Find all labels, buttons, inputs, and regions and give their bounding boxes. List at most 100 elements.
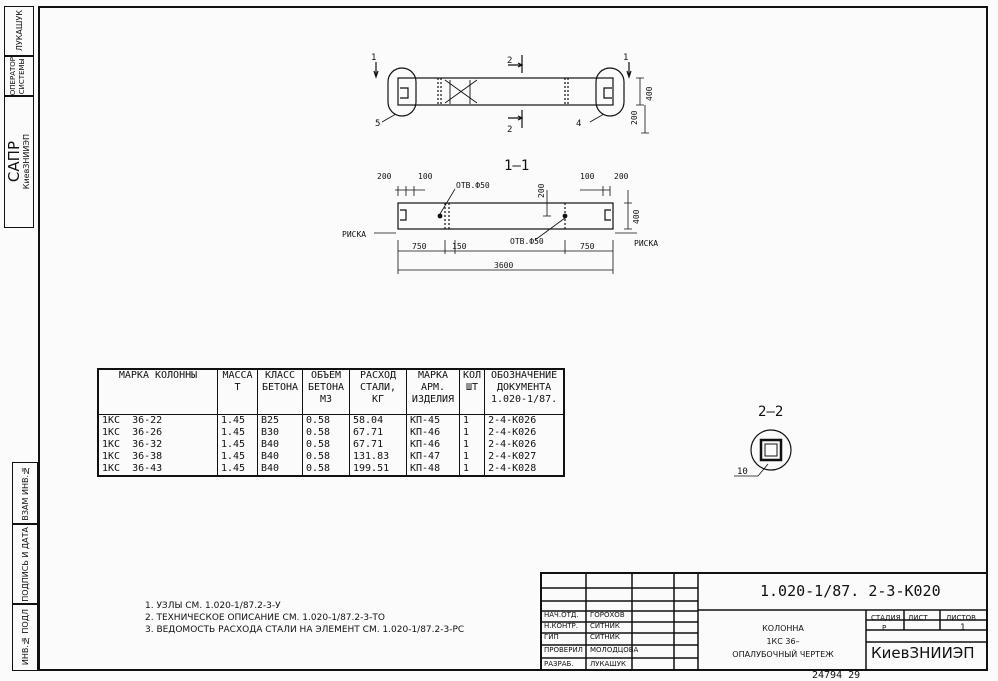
- table-cell: 1.45: [217, 451, 258, 463]
- dim-400-top: 400: [645, 86, 654, 101]
- section-2-2-title: 2–2: [758, 404, 783, 420]
- table-cell: 1.45: [217, 427, 258, 439]
- table-cell: 1КС 36-32: [98, 439, 218, 451]
- table-cell: КП-48: [406, 463, 460, 476]
- dim-200-left: 200: [377, 172, 392, 181]
- risk-label-left: РИСКА: [342, 230, 366, 239]
- table-cell: КП-45: [406, 414, 460, 427]
- table-cell: КП-46: [406, 439, 460, 451]
- marker-10: 10: [737, 467, 748, 477]
- table-cell: 1.45: [217, 463, 258, 476]
- table-cell: 1КС 36-38: [98, 451, 218, 463]
- end-detail-left: [387, 67, 417, 117]
- marker-4: 4: [576, 119, 581, 129]
- table-cell: 58.04: [349, 414, 407, 427]
- note-2: 2. ТЕХНИЧЕСКОЕ ОПИСАНИЕ СМ. 1.020-1/87.2…: [145, 613, 385, 623]
- table-cell: 2-4-К026: [484, 427, 565, 439]
- table-cell: 0.58: [302, 451, 350, 463]
- marker-1-right: 1: [623, 53, 628, 63]
- table-cell: 1.45: [217, 414, 258, 427]
- title-line-1: КОЛОННА: [762, 624, 804, 633]
- hole-label-top: ОТВ.Ф50: [456, 181, 490, 190]
- table-cell: 1КС 36-26: [98, 427, 218, 439]
- stamp-operator-name: ЛУКАШУК: [4, 6, 34, 56]
- role-nach-otd: НАЧ.ОТД.: [544, 611, 579, 619]
- org-name: КиевЗНИИЭП: [871, 644, 975, 662]
- table-cell: 199.51: [349, 463, 407, 476]
- dim-200-top: 200: [630, 110, 639, 125]
- table-cell: 1КС 36-43: [98, 463, 218, 476]
- table-cell: 67.71: [349, 427, 407, 439]
- sheet-label: ЛИСТ: [908, 614, 928, 622]
- end-detail-right: [595, 67, 625, 117]
- table-header-row: МАРКА КОЛОННЫ МАССА Т КЛАСС БЕТОНА ОБЪЕМ…: [98, 369, 565, 415]
- strip-inv-podl: ИНВ.№ ПОДЛ: [12, 604, 38, 671]
- role-gip: ГИП: [544, 633, 559, 641]
- table-cell: 2-4-К027: [484, 451, 565, 463]
- header-steel: РАСХОД СТАЛИ, КГ: [349, 369, 407, 415]
- header-mass: МАССА Т: [217, 369, 258, 415]
- note-1: 1. УЗЛЫ СМ. 1.020-1/87.2-3-У: [145, 601, 281, 611]
- header-volume: ОБЪЕМ БЕТОНА М3: [302, 369, 350, 415]
- title-line-3: ОПАЛУБОЧНЫЙ ЧЕРТЕЖ: [732, 650, 834, 659]
- note-3: 3. ВЕДОМОСТЬ РАСХОДА СТАЛИ НА ЭЛЕМЕНТ СМ…: [145, 625, 465, 635]
- stage-label: СТАДИЯ: [871, 614, 901, 622]
- notes: 1. УЗЛЫ СМ. 1.020-1/87.2-3-У 2. ТЕХНИЧЕС…: [145, 600, 464, 636]
- role-proveril: ПРОВЕРИЛ: [544, 646, 583, 654]
- drawing-title: КОЛОННА 1КС 36– ОПАЛУБОЧНЫЙ ЧЕРТЕЖ: [700, 622, 866, 661]
- dim-200-right: 200: [614, 172, 629, 181]
- name-gorokhov: ГОРОХОВ: [590, 611, 625, 619]
- table-cell: 0.58: [302, 439, 350, 451]
- strip-signature: ПОДПИСЬ И ДАТА: [12, 524, 38, 604]
- sheets-value: 1: [960, 623, 966, 633]
- title-block: 1.020-1/87. 2-3-К020 НАЧ.ОТД. Н.КОНТР. Г…: [540, 572, 988, 671]
- stamp-sapr: САПР КиевЗНИИЭП: [4, 96, 34, 228]
- header-mark: МАРКА КОЛОННЫ: [98, 369, 218, 415]
- name-lukashuk: ЛУКАШУК: [590, 660, 627, 668]
- name-sitnik-1: СИТНИК: [590, 622, 620, 630]
- spec-table: МАРКА КОЛОННЫ МАССА Т КЛАСС БЕТОНА ОБЪЕМ…: [97, 368, 566, 477]
- table-cell: В40: [257, 451, 303, 463]
- dim-150: 150: [452, 242, 467, 251]
- stage-value: Р: [882, 624, 887, 632]
- sheets-label: ЛИСТОВ: [946, 614, 976, 622]
- drawing-frame: [38, 6, 988, 671]
- dim-750-right: 750: [580, 242, 595, 251]
- marker-2-top: 2: [507, 56, 512, 66]
- table-cell: 131.83: [349, 451, 407, 463]
- section-1-1-title: 1–1: [504, 158, 529, 174]
- table-cell: 1: [459, 427, 486, 439]
- table-cell: 1: [459, 463, 486, 476]
- table-cell: В40: [257, 463, 303, 476]
- table-cell: В25: [257, 414, 303, 427]
- table-cell: КП-46: [406, 427, 460, 439]
- role-n-kontr: Н.КОНТР.: [544, 622, 578, 630]
- column-section-outline: [397, 202, 614, 230]
- dim-200-mid: 200: [537, 183, 546, 198]
- header-arm: МАРКА АРМ. ИЗДЕЛИЯ: [406, 369, 460, 415]
- dim-100-right: 100: [580, 172, 595, 181]
- dim-100-left: 100: [418, 172, 433, 181]
- column-plan-outline: [397, 77, 614, 106]
- table-cell: КП-47: [406, 451, 460, 463]
- archive-number: 24794 29: [812, 670, 861, 681]
- table-cell: 0.58: [302, 414, 350, 427]
- section-2-2-circle: [750, 429, 792, 471]
- name-molodtsova: МОЛОДЦОВА: [590, 646, 639, 654]
- risk-label-right: РИСКА: [634, 239, 658, 248]
- table-cell: 2-4-К028: [484, 463, 565, 476]
- table-cell: 2-4-К026: [484, 439, 565, 451]
- header-qty: КОЛ ШТ: [459, 369, 486, 415]
- stamp-operator: ОПЕРАТОР СИСТЕМЫ: [4, 56, 34, 96]
- table-cell: 0.58: [302, 463, 350, 476]
- table-cell: 1КС 36-22: [98, 414, 218, 427]
- table-cell: 0.58: [302, 427, 350, 439]
- header-doc: ОБОЗНАЧЕНИЕ ДОКУМЕНТА 1.020-1/87.: [484, 369, 565, 415]
- table-cell: 1: [459, 439, 486, 451]
